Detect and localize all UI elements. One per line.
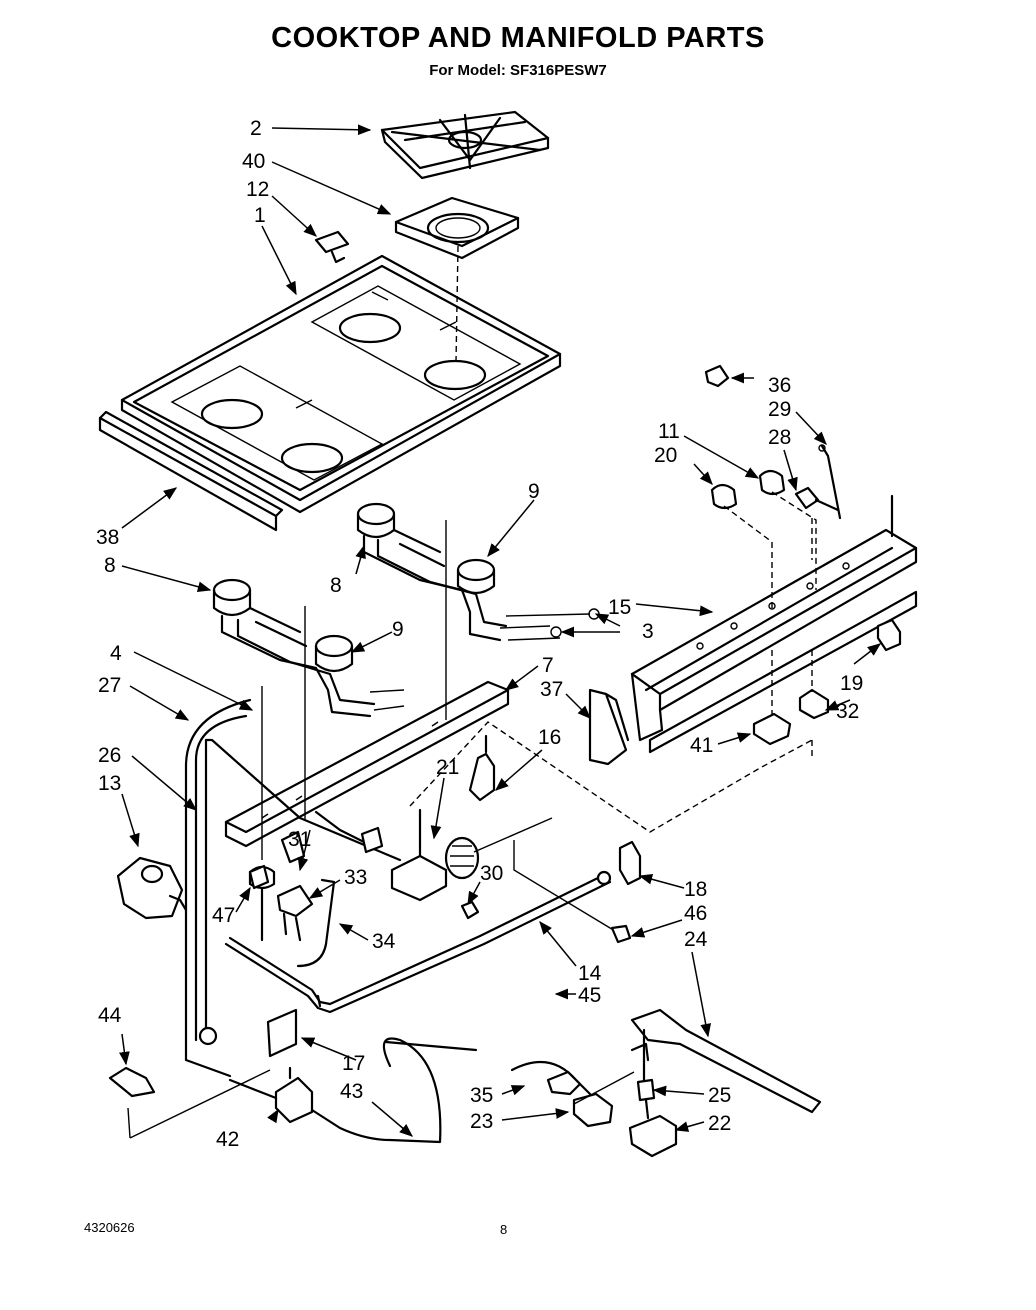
callout-35: 35 bbox=[470, 1084, 493, 1107]
valve-assembly bbox=[390, 721, 813, 944]
callout-32: 32 bbox=[836, 700, 859, 723]
callout-25: 25 bbox=[708, 1084, 731, 1107]
callout-31: 31 bbox=[288, 828, 311, 851]
manifold-rail-part-15 bbox=[630, 494, 918, 754]
callout-37: 37 bbox=[540, 678, 563, 701]
callout-29: 29 bbox=[768, 398, 791, 421]
callout-45: 45 bbox=[578, 984, 601, 1007]
callout-22: 22 bbox=[708, 1112, 731, 1135]
callout-21: 21 bbox=[436, 756, 459, 779]
bracket-part-37 bbox=[588, 688, 630, 766]
callout-40: 40 bbox=[242, 150, 265, 173]
callout-34: 34 bbox=[372, 930, 396, 953]
callout-46: 46 bbox=[684, 902, 707, 925]
document-number: 4320626 bbox=[84, 1220, 135, 1235]
callout-9: 9 bbox=[392, 618, 404, 641]
callout-26: 26 bbox=[98, 744, 121, 767]
callout-9-rear: 9 bbox=[528, 480, 540, 503]
knob-and-clip-parts bbox=[704, 364, 842, 612]
burner-assembly-front bbox=[212, 578, 405, 718]
callout-2: 2 bbox=[250, 117, 262, 140]
callout-12: 12 bbox=[246, 178, 269, 201]
callout-leaders bbox=[119, 124, 882, 1137]
callout-7: 7 bbox=[542, 654, 554, 677]
clip-parts bbox=[752, 618, 902, 746]
burner-assembly-rear bbox=[356, 502, 600, 642]
callout-labels: 2 40 12 1 38 8 8 9 9 4 27 26 13 7 15 3 3… bbox=[96, 117, 863, 1151]
callout-43: 43 bbox=[340, 1080, 363, 1103]
callout-38: 38 bbox=[96, 526, 119, 549]
callout-14: 14 bbox=[578, 962, 602, 985]
callout-8-rear: 8 bbox=[330, 574, 342, 597]
callout-33: 33 bbox=[344, 866, 367, 889]
callout-1: 1 bbox=[254, 204, 266, 227]
callout-42: 42 bbox=[216, 1128, 239, 1151]
callout-23: 23 bbox=[470, 1110, 493, 1133]
callout-4: 4 bbox=[110, 642, 122, 665]
callout-36: 36 bbox=[768, 374, 791, 397]
callout-18: 18 bbox=[684, 878, 707, 901]
callout-41: 41 bbox=[690, 734, 713, 757]
page-title: COOKTOP AND MANIFOLD PARTS bbox=[271, 22, 765, 54]
cooktop-part bbox=[120, 254, 562, 514]
model-subtitle: For Model: SF316PESW7 bbox=[429, 62, 607, 79]
burner-bowl-part bbox=[394, 196, 520, 260]
callout-13: 13 bbox=[98, 772, 121, 795]
callout-44: 44 bbox=[98, 1004, 122, 1027]
front-trim-part bbox=[98, 410, 284, 532]
support-bar-part-7 bbox=[224, 680, 510, 848]
bracket-part-12 bbox=[314, 230, 350, 264]
page-number: 8 bbox=[500, 1222, 508, 1237]
callout-30: 30 bbox=[480, 862, 503, 885]
lower-small-parts bbox=[108, 994, 635, 1144]
lower-pipes-and-burner bbox=[184, 698, 822, 1158]
callout-11: 11 bbox=[658, 420, 680, 443]
callout-47: 47 bbox=[212, 904, 235, 927]
callout-24: 24 bbox=[684, 928, 708, 951]
callout-3: 3 bbox=[642, 620, 654, 643]
callout-8: 8 bbox=[104, 554, 116, 577]
callout-17: 17 bbox=[342, 1052, 365, 1075]
callout-15: 15 bbox=[608, 596, 631, 619]
burner-grate-part bbox=[380, 110, 550, 180]
callout-19: 19 bbox=[840, 672, 863, 695]
callout-28: 28 bbox=[768, 426, 791, 449]
regulator-and-switch-parts bbox=[116, 830, 336, 968]
callout-20: 20 bbox=[654, 444, 677, 467]
callout-16: 16 bbox=[538, 726, 561, 749]
callout-27: 27 bbox=[98, 674, 121, 697]
